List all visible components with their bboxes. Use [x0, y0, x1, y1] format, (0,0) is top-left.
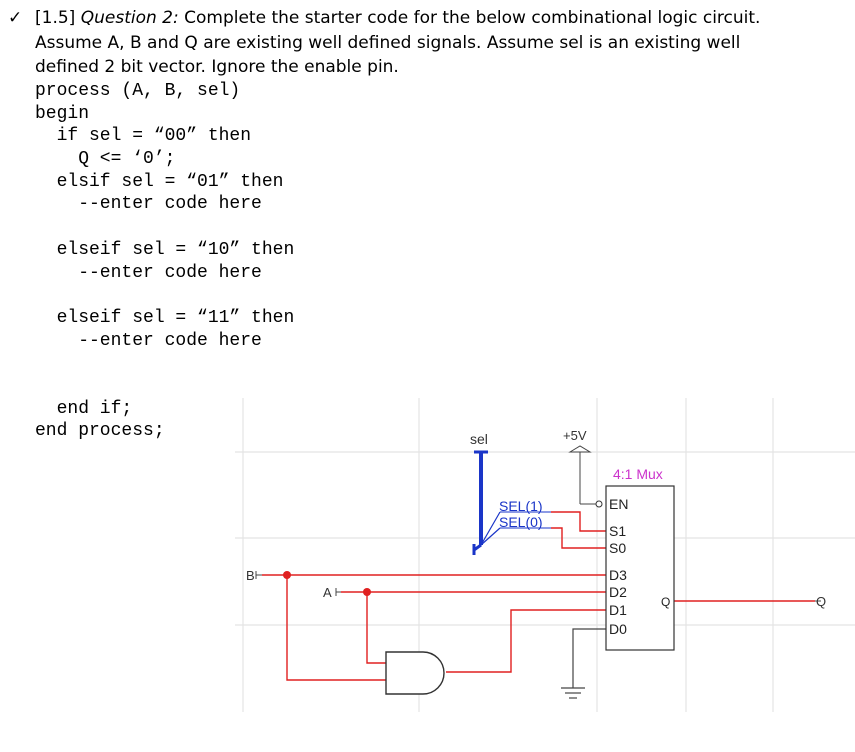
code-line: elsif sel = “01” then: [35, 171, 284, 192]
question-header: ✓ [1.5] Question 2: Complete the starter…: [8, 6, 848, 31]
pin-s0: S0: [609, 540, 626, 556]
sel1-label: SEL(1): [499, 498, 543, 514]
sel0-label: SEL(0): [499, 514, 543, 530]
sel-bus: [472, 450, 551, 555]
pin-d0: D0: [609, 621, 627, 637]
power-label: +5V: [563, 428, 587, 443]
output-q-label: Q: [816, 594, 826, 609]
mux-body: [605, 485, 675, 651]
code-line: [35, 216, 294, 239]
mux-title: 4:1 Mux: [613, 466, 663, 482]
power-supply: [568, 445, 596, 505]
pin-d2: D2: [609, 584, 627, 600]
pin-q: Q: [661, 595, 670, 609]
code-line: [35, 284, 294, 307]
code-line: end process;: [35, 421, 165, 442]
a-junction-dot: [363, 588, 371, 596]
points-value: [1.5]: [35, 8, 76, 28]
input-b-label: B: [246, 568, 255, 583]
code-line: elseif sel = “10” then: [35, 239, 295, 260]
en-inversion-bubble: [595, 500, 603, 508]
code-line: Q <= ‘0’;: [35, 149, 176, 170]
question-block: ✓ [1.5] Question 2: Complete the starter…: [8, 6, 848, 80]
code-line: --enter code here: [35, 330, 262, 351]
question-prompt: Complete the starter code for the below …: [184, 8, 761, 28]
code-line: --enter code here: [35, 194, 262, 215]
pin-d1: D1: [609, 602, 627, 618]
question-line-3: defined 2 bit vector. Ignore the enable …: [35, 57, 399, 77]
circuit-diagram: sel SEL(1) SEL(0) B A Q +5V: [235, 398, 855, 712]
code-line: elseif sel = “11” then: [35, 307, 295, 328]
question-line-2: Assume A, B and Q are existing well defi…: [35, 32, 741, 53]
pin-en: EN: [609, 496, 628, 512]
checkmark-icon: ✓: [8, 8, 23, 28]
code-line: process (A, B, sel): [35, 81, 241, 101]
pin-d3: D3: [609, 567, 627, 583]
question-number: Question 2:: [80, 8, 179, 28]
b-junction-dot: [283, 571, 291, 579]
code-line: --enter code here: [35, 262, 262, 283]
code-block: process (A, B, sel)begin if sel = “00” t…: [35, 80, 294, 443]
signal-wires: [262, 511, 815, 681]
input-a-label: A: [323, 585, 332, 600]
grid-lines: [235, 398, 855, 712]
input-stubs: [255, 571, 821, 602]
code-line: begin: [35, 103, 90, 124]
code-line: [35, 352, 294, 375]
pin-s1: S1: [609, 523, 626, 539]
sel-label: sel: [470, 431, 488, 447]
ground-symbol: [561, 628, 608, 699]
code-line: if sel = “00” then: [35, 126, 252, 147]
code-line: end if;: [35, 398, 133, 419]
and-gate: [385, 651, 445, 695]
